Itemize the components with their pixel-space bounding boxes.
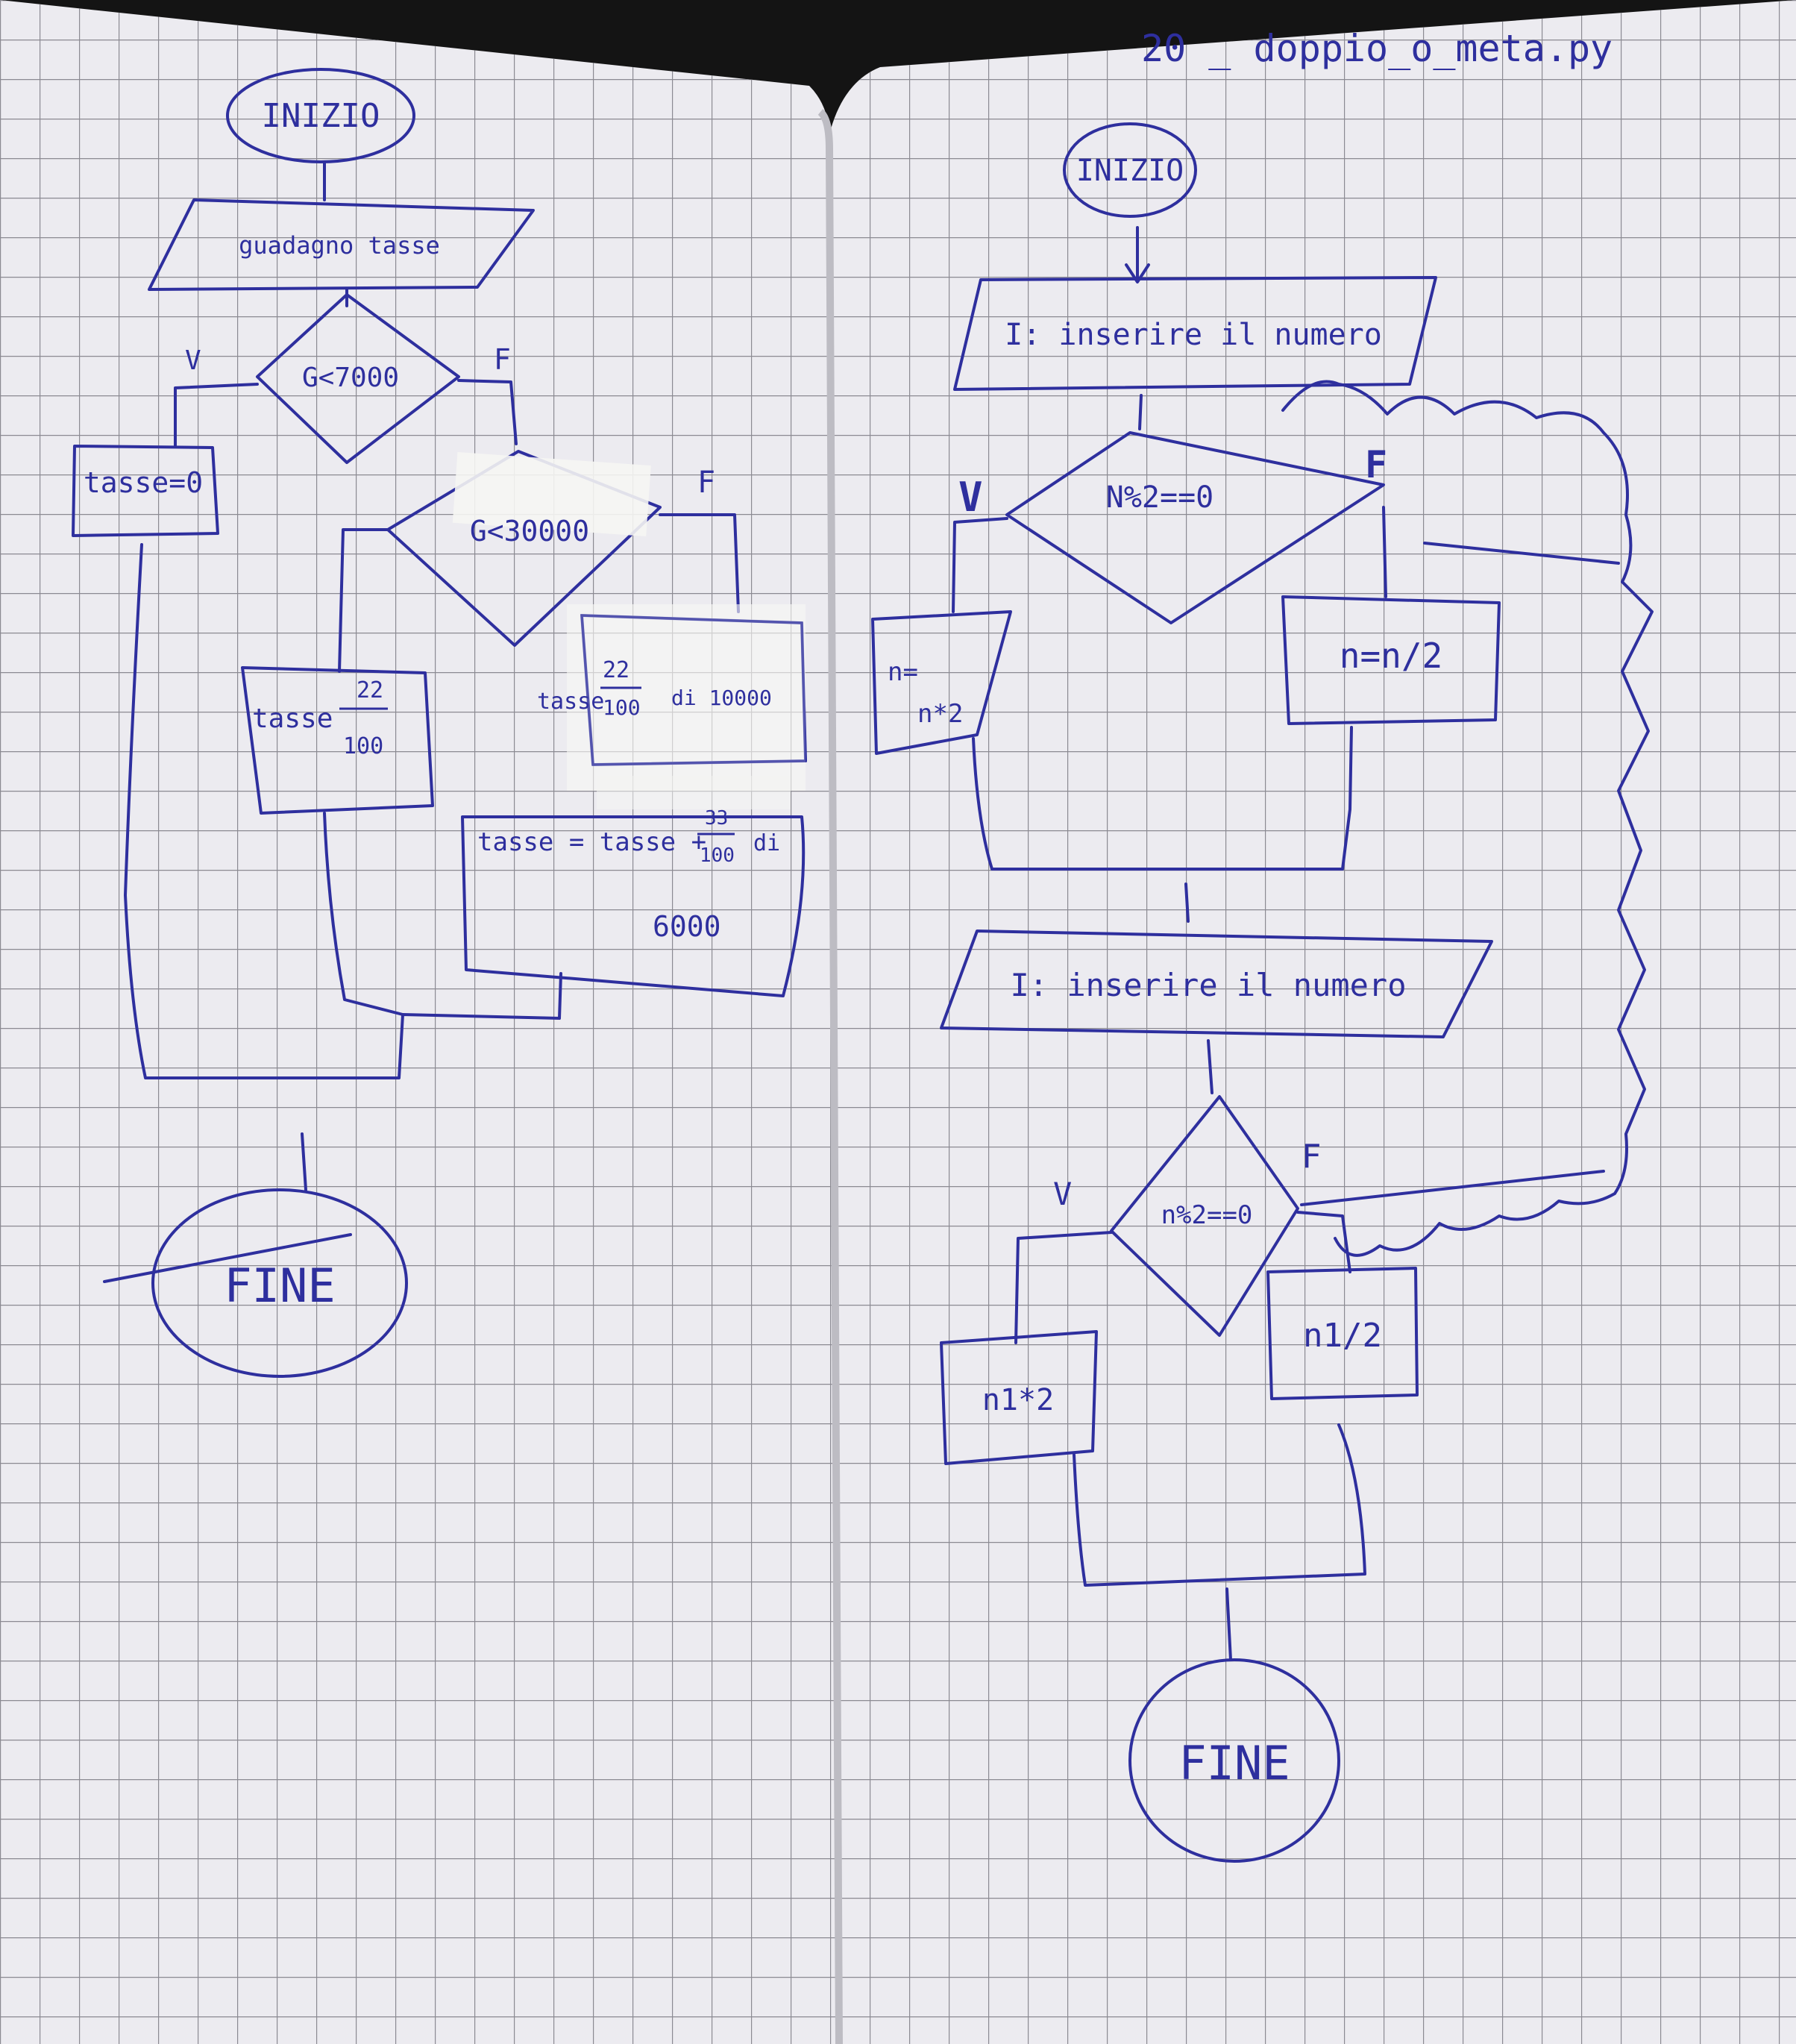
right-process-half2-label: n1/2: [1303, 1317, 1382, 1355]
right-start-terminal: [1063, 122, 1197, 218]
left-page-grid: [0, 0, 839, 2044]
right-connector-arrow: [1125, 226, 1150, 283]
left-merge-line: [124, 543, 562, 1079]
left-process-27-prefix: tasse: [537, 689, 604, 715]
left-process-33-num: 33: [705, 807, 728, 830]
right-process-double-box: [871, 610, 1012, 755]
left-process-33-line2: 6000: [653, 910, 721, 943]
right-process-half2-box: [1266, 1267, 1419, 1400]
right-file-title: 20 _ doppio_o_meta.py: [1141, 27, 1613, 70]
right-process-double-line2: n*2: [917, 699, 963, 729]
left-end-strike: [103, 1233, 352, 1283]
left-decision1-label: G<7000: [302, 363, 399, 393]
left-process-33-den: 100: [700, 844, 735, 867]
right-d1-true-line: [952, 517, 1008, 613]
right-input1-label: I: inserire il numero: [1005, 318, 1382, 352]
right-end-label: FINE: [1178, 1736, 1290, 1790]
right-decision1-label: N%2==0: [1106, 480, 1214, 515]
left-process-22-box: [241, 666, 434, 815]
left-decision1-true-label: V: [185, 345, 201, 376]
left-process-22-prefix: tasse: [252, 703, 333, 734]
right-merge-line2: [1073, 1423, 1366, 1587]
left-process-33-di: di: [753, 830, 780, 856]
left-input-label: guadagno tasse: [239, 231, 440, 260]
right-decision1-true-label: V: [958, 474, 983, 521]
left-decision2-label: G<30000: [470, 515, 589, 548]
left-start-label: INIZIO: [262, 97, 380, 135]
left-process-22-den: 100: [343, 733, 383, 759]
right-decision2-label: n%2==0: [1161, 1200, 1253, 1230]
right-side-line: [1300, 1170, 1605, 1206]
left-d2-false-line: [659, 513, 740, 613]
right-decision2-diamond: [1110, 1095, 1299, 1337]
right-process-double2-label: n1*2: [982, 1383, 1054, 1417]
right-decision1-false-label: F: [1365, 443, 1387, 486]
right-input2-parallelogram: [940, 929, 1493, 1038]
left-process-22-num: 22: [357, 677, 383, 703]
right-decision2-false-label: F: [1302, 1138, 1322, 1176]
left-process-27-den: 100: [603, 695, 641, 720]
left-process-zero-box: [72, 445, 219, 537]
left-merge-line: [323, 812, 404, 1016]
left-process-zero-label: tasse=0: [84, 466, 203, 499]
left-branch-true: [174, 383, 259, 448]
page-gutter: [817, 109, 843, 2044]
right-connector: [1225, 1587, 1232, 1661]
right-start-label: INIZIO: [1076, 154, 1184, 188]
right-page-grid: [829, 0, 1796, 2044]
right-process-half-label: n=n/2: [1340, 636, 1442, 676]
left-process-27-num: 22: [603, 657, 629, 683]
right-connector: [1184, 883, 1190, 923]
right-merge-line: [972, 726, 1353, 871]
left-decision1-false-label: F: [494, 343, 511, 376]
right-d1-false-line: [1382, 506, 1387, 598]
right-decision1-diamond: [1005, 431, 1385, 624]
left-input-parallelogram: [148, 198, 535, 291]
right-process-double-line1: n=: [888, 657, 918, 687]
left-start-terminal: [226, 68, 415, 163]
right-input2-label: I: inserire il numero: [1010, 967, 1406, 1003]
left-end-label: FINE: [224, 1258, 335, 1313]
left-branch-false: [457, 379, 518, 445]
right-connector: [1207, 1039, 1213, 1094]
right-side-line: [1423, 542, 1620, 565]
right-process-double2-box: [940, 1330, 1098, 1465]
left-d2-true-line: [338, 528, 389, 673]
right-squiggle-border: [1281, 380, 1654, 1257]
right-input1-parallelogram: [953, 276, 1437, 391]
right-end-terminal: [1128, 1658, 1340, 1863]
right-d2-true-line: [1014, 1231, 1113, 1344]
right-connector: [1138, 394, 1143, 430]
left-process-27-box-over-tape: [580, 614, 807, 766]
left-process-27-suffix: di 10000: [671, 686, 772, 710]
left-decision1-diamond: [256, 293, 460, 464]
left-end-terminal: [151, 1188, 408, 1378]
right-process-half-box: [1281, 595, 1501, 725]
left-process-33-box: [461, 815, 806, 997]
left-decision2-false-label: F: [697, 465, 715, 500]
tape-patches: [452, 452, 806, 809]
left-process-33-line1: tasse = tasse +: [477, 827, 706, 857]
left-connector: [301, 1132, 307, 1191]
right-decision2-true-label: V: [1053, 1176, 1072, 1212]
